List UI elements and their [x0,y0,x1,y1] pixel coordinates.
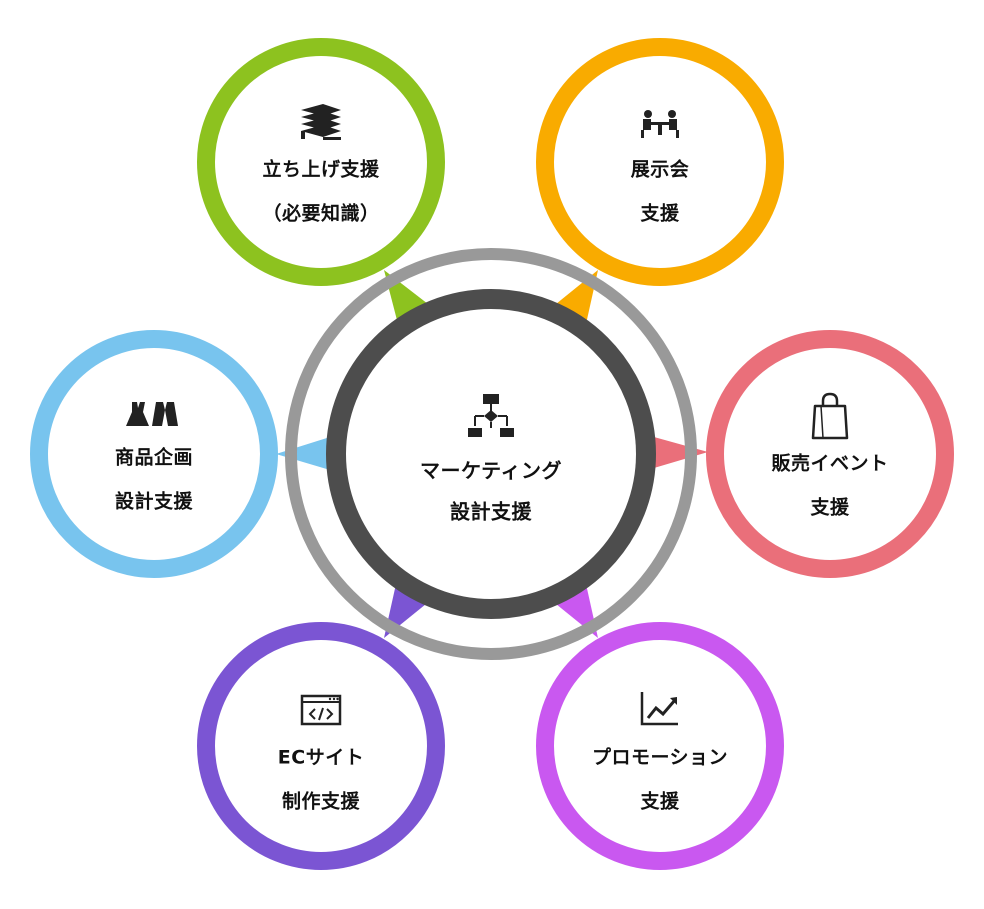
node-ring-promotion [536,622,784,870]
center-inner-ring [326,289,656,619]
meeting-icon [641,110,679,138]
node-product-planning-line2: 設計支援 [114,490,194,513]
node-product-planning-line1: 商品企画 [114,446,194,469]
books-icon [301,104,341,140]
node-ec-site-line2: 制作支援 [281,790,361,813]
node-ring-ec-site [197,622,445,870]
node-startup-line1: 立ち上げ支援 [262,158,380,181]
node-sales-event-line2: 支援 [810,496,850,519]
center-label-line2: 設計支援 [450,499,532,524]
node-ring-sales-event [706,330,954,578]
center-label-line1: マーケティング [420,458,562,483]
flowchart-icon [468,394,514,437]
node-promotion-line2: 支援 [640,790,680,813]
node-ring-product-planning [30,330,278,578]
node-startup-line2: （必要知識） [262,202,380,225]
node-ec-site-line1: ECサイト [277,746,365,769]
line-chart-icon [640,692,678,726]
node-sales-event-line1: 販売イベント [771,452,889,475]
code-window-icon [300,694,342,726]
center-outer-ring [285,248,697,660]
node-ring-exhibition [536,38,784,286]
node-promotion-line1: プロモーション [591,746,729,769]
node-exhibition-line1: 展示会 [630,158,690,181]
apparel-icon [126,402,178,426]
connector-sales-event [654,437,708,468]
node-exhibition-line2: 支援 [640,202,680,225]
node-ring-startup [197,38,445,286]
shopping-bag-icon [811,392,849,440]
connector-product-planning [276,437,330,470]
